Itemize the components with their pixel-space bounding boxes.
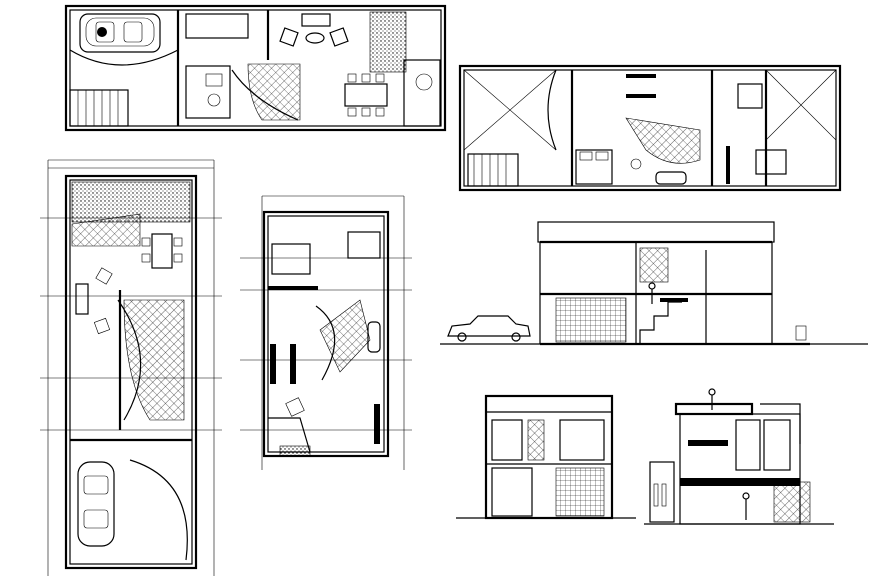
car-top-view-icon [85, 17, 155, 47]
person-figure-icon [708, 388, 716, 410]
front-elevation [456, 394, 636, 520]
car-side-view-icon [447, 315, 531, 342]
building-section [440, 221, 868, 346]
person-figure-icon [648, 282, 656, 304]
person-figure-icon [742, 492, 750, 520]
middle-vertical-floor-plan [240, 195, 412, 470]
car-top-view-icon [77, 461, 115, 547]
upper-left-floor-plan [64, 4, 447, 132]
left-vertical-floor-plan [40, 159, 222, 576]
side-elevation [644, 388, 834, 525]
upper-right-floor-plan [458, 64, 842, 192]
